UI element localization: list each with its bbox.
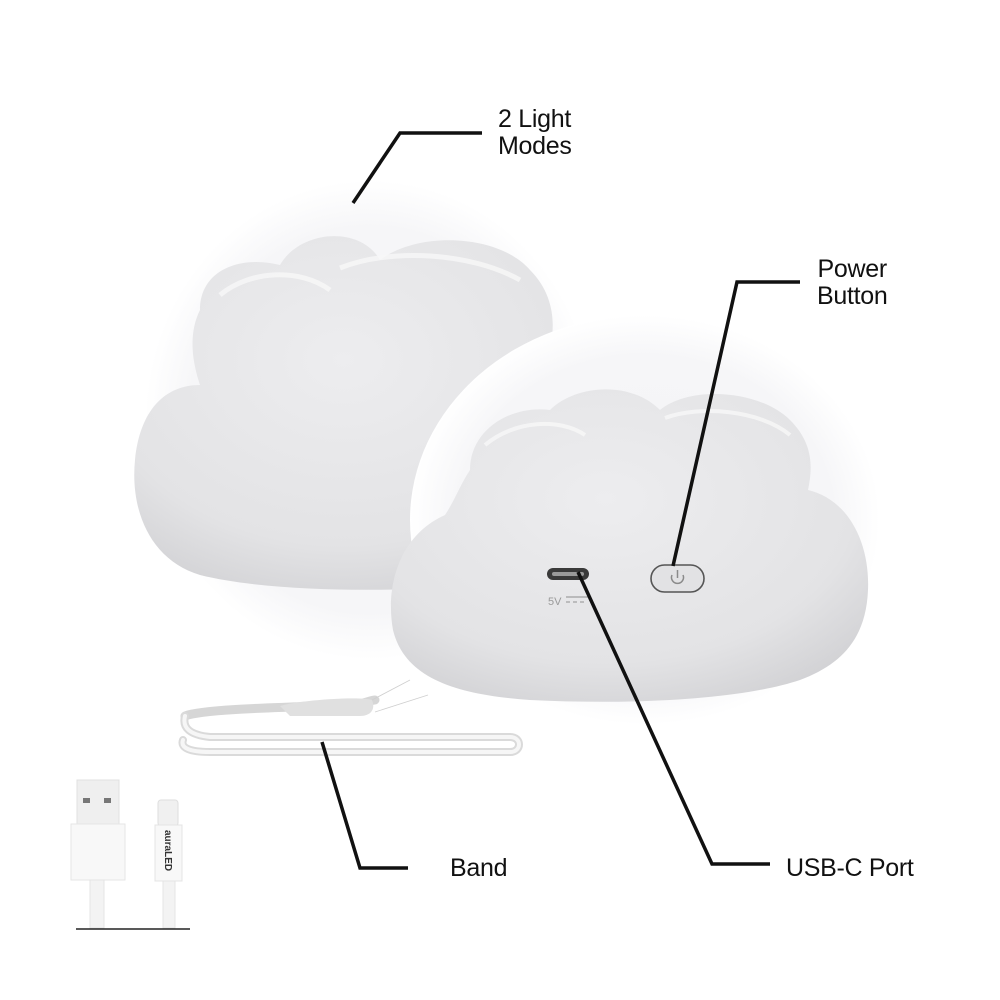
callout-power-line2: Button [817,282,888,310]
callout-usb-c-port: USB-C Port [786,855,914,882]
callout-band-text: Band [450,854,508,882]
power-icon [670,570,685,585]
callout-power-button: Power Button [817,255,888,310]
callout-line-usb-c [576,571,770,866]
callout-light-modes: 2 Light Modes [498,106,572,160]
front-cloud [390,315,880,725]
callout-usbc-text: USB-C Port [786,854,914,882]
callout-line-band [320,741,408,870]
power-button[interactable] [650,564,705,593]
callout-line-light-modes [351,131,482,204]
callout-line-power-button [671,280,800,567]
callout-light-modes-line1: 2 Light [498,105,571,133]
callout-light-modes-line2: Modes [498,132,572,160]
callout-band: Band [450,855,507,882]
callout-power-line1: Power [817,255,888,283]
usb-cable: auraLED [70,779,190,930]
dc-symbol-icon [566,596,588,603]
cable-brand-logo: auraLED [162,830,173,871]
band [178,679,523,756]
port-voltage-marking: 5V [548,596,562,608]
